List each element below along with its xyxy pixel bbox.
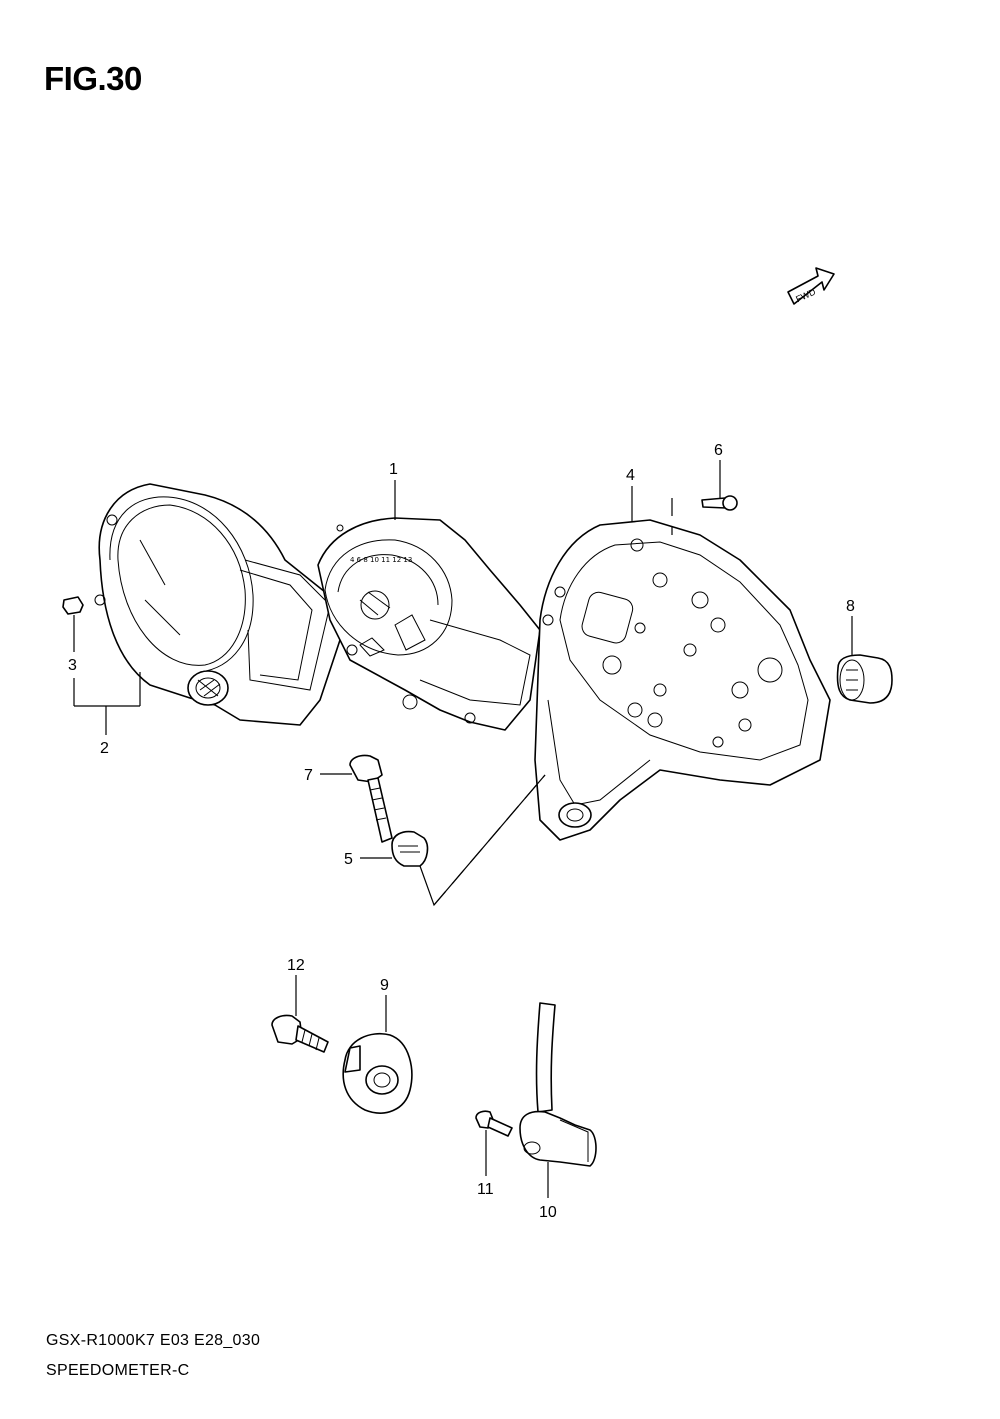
callout-3: 3 [68,657,77,674]
callout-5: 5 [344,851,353,868]
callout-4: 4 [626,467,635,484]
speedometer-assembly: 4 6 8 10 11 12 13 [317,517,541,731]
meter-case-back [534,519,831,841]
fwd-arrow-icon: FWD [787,267,835,305]
callout-8: 8 [846,598,855,615]
callout-6: 6 [714,442,723,459]
svg-text:4 6 8 10 11 12 13: 4 6 8 10 11 12 13 [350,556,412,564]
callout-9: 9 [380,977,389,994]
figure-title: FIG.30 [44,60,142,97]
callout-7: 7 [304,767,313,784]
screw-part-6 [701,495,738,511]
bolt-part-7 [349,754,393,843]
callout-2: 2 [100,740,109,757]
sensor-rotor-part-9 [342,1033,413,1114]
cushion-part-5 [391,830,429,867]
callout-labels: 1 2 3 4 5 6 7 8 9 10 11 12 [68,442,855,1221]
speed-sensor-part-10 [519,1002,597,1167]
meter-case-front [94,483,346,726]
leader-lines [73,460,853,1198]
cushion-part-8 [836,654,893,704]
callout-1: 1 [389,461,398,478]
screw-part-11 [475,1110,513,1137]
callout-11: 11 [477,1181,494,1198]
callout-10: 10 [539,1204,557,1221]
bolt-part-12 [271,1014,329,1053]
section-name: SPEEDOMETER-C [46,1362,190,1379]
callout-12: 12 [287,957,305,974]
grommet-part-3 [62,596,84,615]
model-code: GSX-R1000K7 E03 E28_030 [46,1332,261,1349]
